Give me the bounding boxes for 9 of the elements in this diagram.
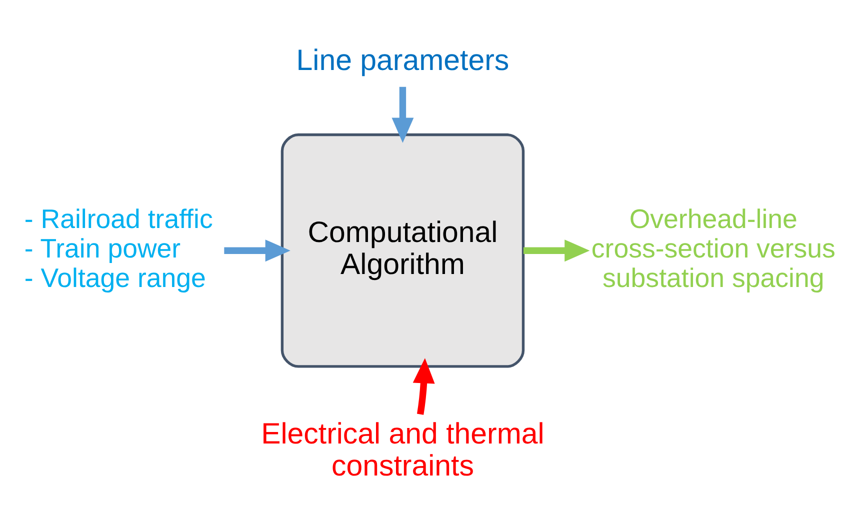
node-box: Computational Algorithm bbox=[280, 133, 525, 368]
node-text: Electrical and thermal constraints bbox=[261, 418, 544, 483]
arrow bbox=[523, 240, 590, 262]
node-text: Overhead-line cross-section versus substation spacing bbox=[591, 204, 836, 293]
arrow bbox=[392, 86, 414, 143]
node-text: - Railroad traffic - Train power - Voltage range bbox=[24, 204, 213, 293]
node-text: Line parameters bbox=[296, 44, 510, 77]
arrow bbox=[224, 240, 290, 262]
arrow bbox=[412, 358, 435, 415]
